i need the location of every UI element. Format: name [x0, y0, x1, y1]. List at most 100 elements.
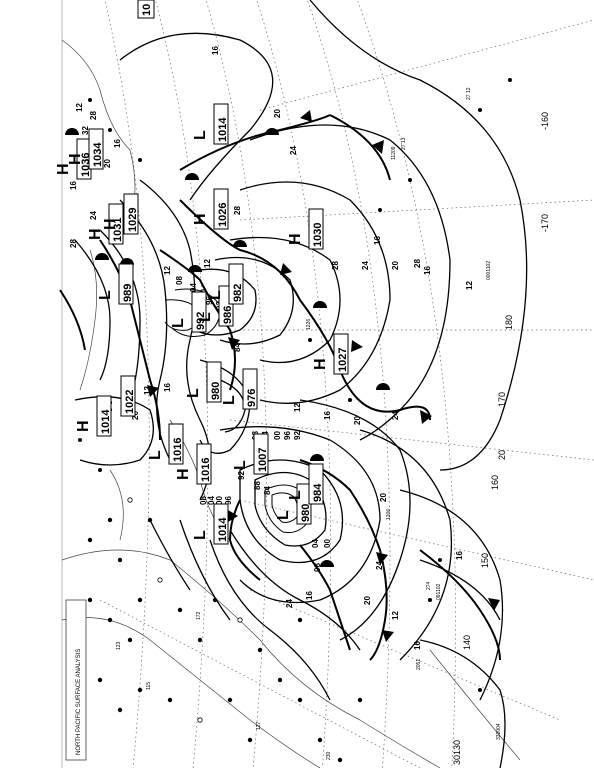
high-value-box [120, 375, 136, 417]
svg-text:1226: 1226 [306, 319, 312, 330]
title-block: NORTH PACIFIC SURFACE ANALYSIS [65, 599, 87, 761]
low-value: 1016 [172, 438, 184, 462]
isobar-label: 32 [81, 126, 90, 135]
low-value-box [228, 263, 244, 305]
isobar-label: 16 [69, 181, 78, 190]
low-symbol: L [97, 290, 114, 300]
longitude-label: 20 [497, 450, 507, 460]
longitude-label: -170 [540, 214, 550, 232]
isobar-label: 12 [163, 266, 172, 275]
svg-text:115: 115 [146, 682, 152, 690]
isobar-label: 08 [199, 496, 208, 505]
isobar-label: 12 [391, 611, 400, 620]
isobar-label: 12 [75, 103, 84, 112]
high-center: H 1030 [287, 208, 324, 250]
svg-text:230: 230 [326, 751, 332, 760]
isobar-label: 12 [465, 281, 474, 290]
isobar-label: 16 [373, 236, 382, 245]
isobar-label: 92 [237, 471, 246, 480]
low-value-box [213, 103, 229, 145]
high-symbol: H [312, 358, 329, 370]
low-value: 984 [312, 483, 324, 502]
low-value: 982 [232, 284, 244, 302]
isobar-label: 04 [207, 496, 216, 505]
isobar-label: 24 [361, 261, 370, 270]
low-value: 992 [195, 312, 207, 330]
isobar-label: 28 [413, 259, 422, 268]
low-symbol: L [192, 130, 209, 140]
high-value: 1026 [217, 203, 229, 227]
isobar-label: 84 [233, 343, 242, 352]
high-symbol: H [192, 213, 209, 225]
low-symbol: L [192, 530, 209, 540]
low-value-box [242, 368, 258, 410]
high-value: 1030 [312, 223, 324, 247]
isobar-label: 16 [413, 641, 422, 650]
isobar-label: 12 [143, 386, 152, 395]
svg-text:2051: 2051 [416, 659, 422, 670]
low-value-box [253, 433, 269, 475]
low-symbol: L [221, 395, 238, 405]
isobar-label: 08 [175, 276, 184, 285]
isobar-label: 20 [353, 416, 362, 425]
page-margin [0, 0, 62, 768]
high-value-box [96, 395, 112, 437]
high-symbol: H [55, 163, 72, 175]
low-center: L 984 [287, 463, 324, 505]
isobar-label: 88 [253, 481, 262, 490]
isobar-label: 96 [224, 496, 233, 505]
station-text: 11209 27 13 27 12 0001102 274 091102 332… [116, 87, 502, 760]
high-value: 1029 [127, 208, 139, 232]
low-value-box [308, 463, 324, 505]
longitude-label: 140 [462, 635, 472, 650]
fronts [59, 110, 501, 661]
svg-text:091102: 091102 [436, 583, 442, 600]
isobar-label: 28 [331, 261, 340, 270]
isobar-label: 20 [273, 109, 282, 118]
svg-text:332004: 332004 [496, 723, 502, 740]
longitude-label: 170 [497, 392, 507, 407]
high-value-box [308, 208, 324, 250]
high-value: 1022 [124, 390, 136, 414]
svg-text:0001102: 0001102 [486, 261, 492, 280]
longitude-label: 180 [504, 315, 514, 330]
high-value: 1031 [112, 218, 124, 242]
isobar-label: 96 [283, 431, 292, 440]
low-symbol: L [232, 460, 249, 470]
low-symbol: L [147, 450, 164, 460]
longitude-label: 130 [452, 740, 462, 755]
isobar-label: 16 [423, 266, 432, 275]
longitude-label: 30 [452, 755, 462, 765]
isobar-label: 00 [323, 539, 332, 548]
isobar-label: 20 [363, 596, 372, 605]
corner-label: 10 [137, 0, 155, 19]
low-symbol: L [287, 490, 304, 500]
high-value: 1034 [92, 142, 104, 167]
isobar-label: 16 [323, 411, 332, 420]
isobar-label: 12 [203, 259, 212, 268]
isobar-label: 24 [285, 599, 294, 608]
low-value-box [213, 503, 229, 545]
high-value-box [108, 203, 124, 245]
graticule [99, 0, 594, 768]
low-value-box [168, 423, 184, 465]
low-symbol: L [170, 318, 187, 328]
isobar-label: 28 [69, 239, 78, 248]
low-symbol: L [207, 290, 224, 300]
svg-text:172: 172 [196, 611, 202, 620]
isobar-label: 28 [233, 206, 242, 215]
high-symbol: H [75, 420, 92, 432]
high-symbol: H [287, 233, 304, 245]
